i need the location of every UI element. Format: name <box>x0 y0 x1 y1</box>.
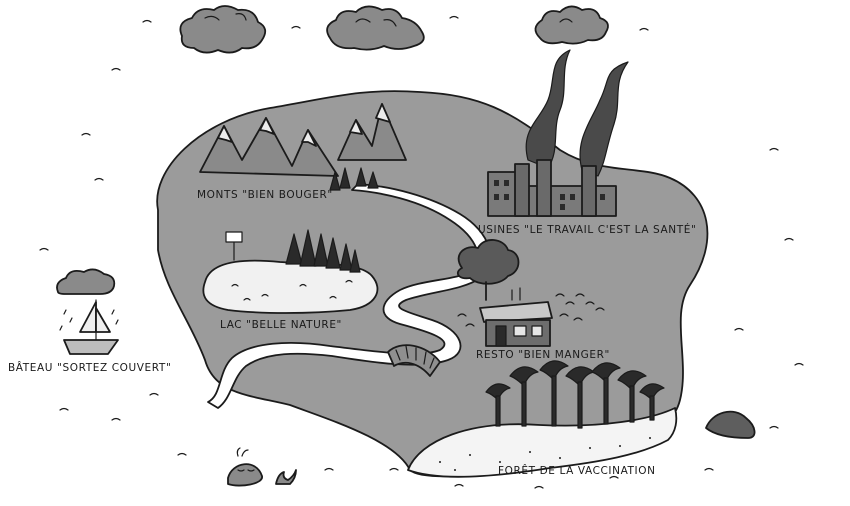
bridge-icon <box>387 344 441 377</box>
pine-trees-lake <box>285 229 361 273</box>
lake-icon <box>202 231 379 314</box>
rock-icon <box>705 410 756 439</box>
sea-waves <box>39 15 804 489</box>
label-forest: FORÊT DE LA VACCINATION <box>498 464 656 477</box>
mountain-icon <box>199 103 407 177</box>
storm-cloud-icon <box>326 5 425 51</box>
label-mountains: MONTS "BIEN BOUGER" <box>197 189 333 201</box>
palm-tree-icon <box>485 360 665 429</box>
beach-dots <box>439 437 651 471</box>
label-restaurant: RESTO "BIEN MANGER" <box>476 349 610 361</box>
storm-cloud-icon <box>534 5 609 45</box>
factory-icon <box>487 49 629 217</box>
label-factories: USINES "LE TRAVAIL C'EST LA SANTÉ" <box>478 223 696 236</box>
house-icon <box>479 287 553 347</box>
pine-trees-mountain <box>329 167 379 191</box>
label-lake: LAC "BELLE NATURE" <box>220 319 342 331</box>
tree-icon <box>456 239 520 301</box>
storm-cloud-icon <box>179 5 267 54</box>
garden-plants <box>457 293 605 327</box>
label-boat: BÂTEAU "SORTEZ COUVERT" <box>8 361 171 374</box>
river <box>207 183 492 409</box>
whale-icon <box>227 447 297 487</box>
sailboat-icon <box>56 268 119 355</box>
